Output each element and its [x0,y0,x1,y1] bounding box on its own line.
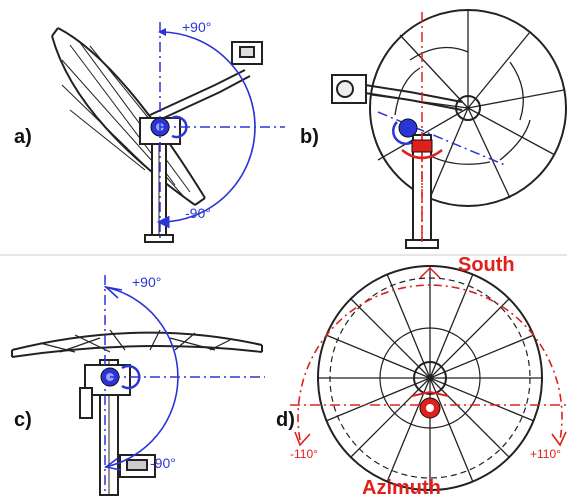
panel-a: a) +90° -90° [14,19,285,243]
pedestal-c [79,359,156,496]
receiver-b [331,74,463,111]
panel-label-c: c) [14,409,32,431]
dish-front-b [369,9,567,207]
angle-label-minus90-c: -90° [150,455,176,471]
receiver-arm [149,41,263,123]
angle-label-minus90-a: -90° [185,205,211,221]
angle-label-minus110: -110° [290,447,318,461]
elevation-drive-b [398,118,418,138]
angle-label-plus90-c: +90° [132,274,161,290]
panel-label-d: d) [276,409,295,431]
panel-b: b) [300,9,567,249]
panel-d: d) South Azimuth -110° +110° [276,254,567,499]
south-arrow [419,266,441,279]
south-label: South [458,254,515,276]
dish-front-d [317,265,543,491]
azimuth-drive-d [411,390,449,419]
azimuth-drive-b [401,139,443,160]
elevation-arc-a [156,31,256,229]
angle-label-plus110: +110° [530,447,561,461]
angle-label-plus90-a: +90° [182,19,211,35]
pedestal-a [139,117,181,243]
elevation-arc-c [104,286,179,468]
panel-c: c) +90° -90° [11,274,265,496]
elevation-axis-b [377,111,506,166]
panel-label-b: b) [300,126,319,148]
azimuth-label: Azimuth [362,477,441,499]
panel-label-a: a) [14,126,32,148]
dish-flat-c [11,329,263,358]
dish-tilted [51,27,206,206]
